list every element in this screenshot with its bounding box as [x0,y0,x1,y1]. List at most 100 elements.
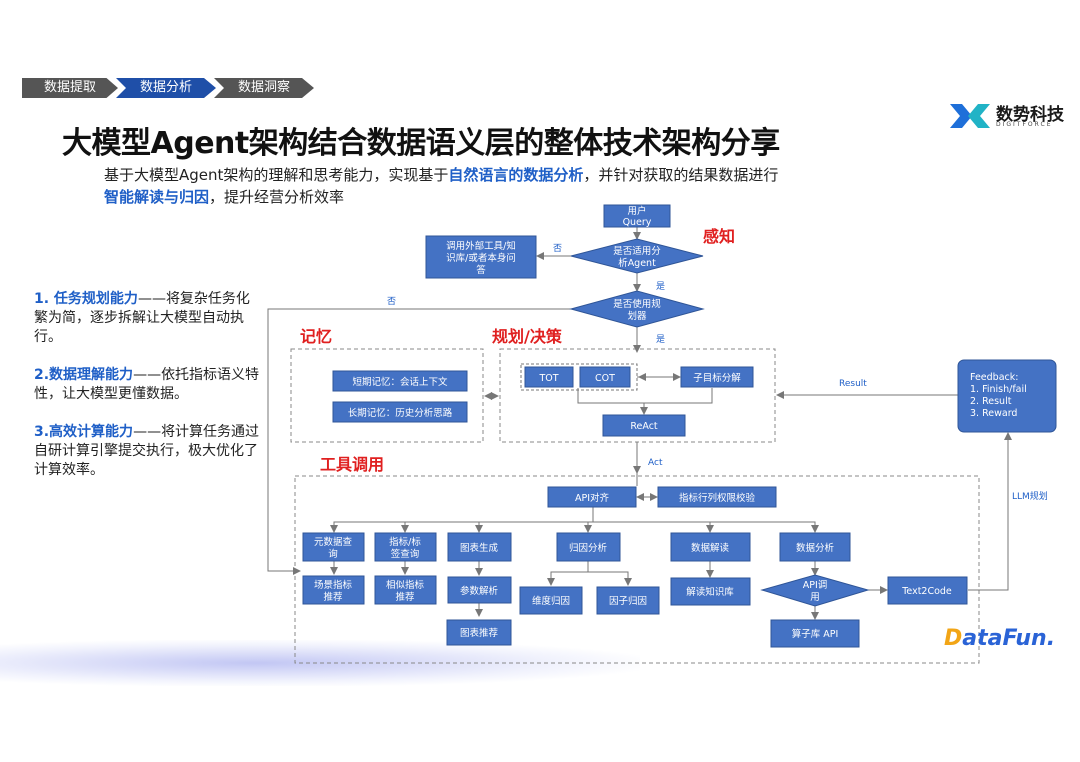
breadcrumb-step-insight[interactable]: 数据洞察 [214,78,314,98]
permission-check-node[interactable]: 指标行列权限校验 [657,486,777,508]
section-memory-label: 记忆 [300,327,332,346]
svg-text:数据解读: 数据解读 [691,542,730,554]
svg-text:场景指标: 场景指标 [314,579,353,591]
logo-mark-icon [950,104,990,128]
edge-label-no-2: 否 [387,296,396,307]
svg-text:签查询: 签查询 [391,548,420,560]
svg-text:因子归因: 因子归因 [609,595,647,607]
svg-text:Query: Query [623,217,652,228]
svg-text:指标/标: 指标/标 [389,536,421,548]
svg-text:数据分析: 数据分析 [796,542,835,554]
svg-text:3. Reward: 3. Reward [970,408,1017,419]
api-align-node[interactable]: API对齐 [547,486,637,508]
metadata-query-node[interactable]: 元数据查 询 [302,532,365,562]
svg-text:解读知识库: 解读知识库 [686,586,734,598]
svg-text:API调: API调 [803,580,828,591]
svg-text:答: 答 [476,264,486,276]
text2code-node[interactable]: Text2Code [887,576,968,605]
edge-label-yes-1: 是 [656,281,665,292]
external-tools-node[interactable]: 调用外部工具/知 识库/或者本身问 答 [425,235,537,279]
svg-text:TOT: TOT [538,373,558,384]
data-interpret-node[interactable]: 数据解读 [670,532,751,562]
svg-text:推荐: 推荐 [395,591,415,603]
data-analysis-node[interactable]: 数据分析 [779,532,851,562]
svg-text:推荐: 推荐 [323,591,343,603]
capability-data-understanding: 2.数据理解能力——依托指标语义特性，让大模型更懂数据。 [34,366,262,404]
tot-node[interactable]: TOT [524,366,574,388]
svg-text:调用外部工具/知: 调用外部工具/知 [446,240,516,252]
subgoal-node[interactable]: 子目标分解 [680,366,754,388]
capability-task-planning: 1. 任务规划能力——将复杂任务化繁为简，逐步拆解让大模型自动执行。 [34,290,262,347]
svg-text:长期记忆：历史分析思路: 长期记忆：历史分析思路 [348,407,453,419]
subtitle-highlight-1: 自然语言的数据分析 [448,166,584,184]
svg-text:参数解析: 参数解析 [460,585,499,597]
subtitle-text-1: 基于大模型Agent架构的理解和思考能力，实现基于 [104,166,449,184]
api-call-decision[interactable]: API调 用 [760,574,870,607]
similar-metric-recommend-node[interactable]: 相似指标 推荐 [374,575,437,605]
chart-generation-node[interactable]: 图表生成 [447,532,512,562]
edge-label-llm-planning: LLM规划 [1012,490,1048,502]
capability-heading: 1. 任务规划能力 [34,291,138,307]
subtitle-text-3: ，提升经营分析效率 [209,188,345,206]
svg-text:是否适用分: 是否适用分 [613,246,661,257]
scene-metric-recommend-node[interactable]: 场景指标 推荐 [302,575,365,605]
factor-attribution-node[interactable]: 因子归因 [596,586,660,615]
svg-text:用: 用 [810,592,820,603]
long-term-memory-node[interactable]: 长期记忆：历史分析思路 [332,401,468,423]
cot-node[interactable]: COT [579,366,631,388]
metric-tag-query-node[interactable]: 指标/标 签查询 [374,532,437,562]
svg-text:用户: 用户 [627,205,646,217]
svg-text:划器: 划器 [627,310,647,322]
svg-text:图表生成: 图表生成 [460,542,499,554]
edge-label-act: Act [648,458,663,468]
svg-text:子目标分解: 子目标分解 [693,372,741,384]
svg-text:短期记忆：会话上下文: 短期记忆：会话上下文 [352,376,448,388]
svg-text:API对齐: API对齐 [575,492,610,504]
svg-text:归因分析: 归因分析 [569,542,608,554]
logo-name: 数势科技 [996,105,1064,125]
chart-recommend-node[interactable]: 图表推荐 [446,619,512,646]
subtitle-highlight-2: 智能解读与归因 [104,188,210,206]
svg-text:Feedback:: Feedback: [970,372,1018,383]
svg-text:析Agent: 析Agent [618,257,656,269]
edge-label-yes-2: 是 [656,334,665,345]
short-term-memory-node[interactable]: 短期记忆：会话上下文 [332,370,468,392]
edge-label-result: Result [839,379,867,389]
svg-text:元数据查: 元数据查 [314,536,353,548]
svg-text:询: 询 [328,548,338,560]
feedback-node[interactable]: Feedback: 1. Finish/fail 2. Result 3. Re… [957,359,1057,433]
svg-text:图表推荐: 图表推荐 [460,627,499,639]
operator-api-node[interactable]: 算子库 API [770,619,860,648]
decision-analysis-agent[interactable]: 是否适用分 析Agent [570,238,704,274]
attribution-analysis-node[interactable]: 归因分析 [556,532,621,562]
section-tools-label: 工具调用 [320,455,384,474]
svg-text:指标行列权限校验: 指标行列权限校验 [679,492,756,504]
edge-label-no-1: 否 [553,243,562,254]
breadcrumb-step-analysis[interactable]: 数据分析 [116,78,216,98]
logo-subtitle: DIGITFORCE [996,121,1053,128]
subtitle-text-2: ，并针对获取的结果数据进行 [583,166,779,184]
breadcrumb-step-extract[interactable]: 数据提取 [22,78,118,98]
react-node[interactable]: ReAct [602,414,686,437]
svg-text:维度归因: 维度归因 [532,595,570,607]
svg-text:是否使用规: 是否使用规 [613,298,661,310]
decision-use-planner[interactable]: 是否使用规 划器 [569,290,705,328]
param-parse-node[interactable]: 参数解析 [447,576,512,604]
section-perception-label: 感知 [703,227,735,246]
company-logo: 数势科技 DIGITFORCE [948,100,1064,132]
section-planning-label: 规划/决策 [492,327,563,346]
reasoning-methods-group [520,363,638,391]
page-title: 大模型Agent架构结合数据语义层的整体技术架构分享 [62,126,780,161]
watermark-part-1: D [944,626,963,651]
dimension-attribution-node[interactable]: 维度归因 [519,586,583,615]
svg-text:COT: COT [595,373,615,384]
capability-compute: 3.高效计算能力——将计算任务通过自研计算引擎提交执行，极大优化了计算效率。 [34,423,262,480]
svg-text:2. Result: 2. Result [970,396,1012,407]
capability-body: ——依托指标语义特性，让大模型更懂数据。 [34,367,260,402]
interpret-knowledge-node[interactable]: 解读知识库 [670,577,751,606]
query-node[interactable]: 用户 Query [603,204,671,228]
datafun-watermark: DataFun. [944,626,1055,651]
watermark-part-2: ataFun. [962,626,1056,651]
capability-heading: 3.高效计算能力 [34,424,134,440]
